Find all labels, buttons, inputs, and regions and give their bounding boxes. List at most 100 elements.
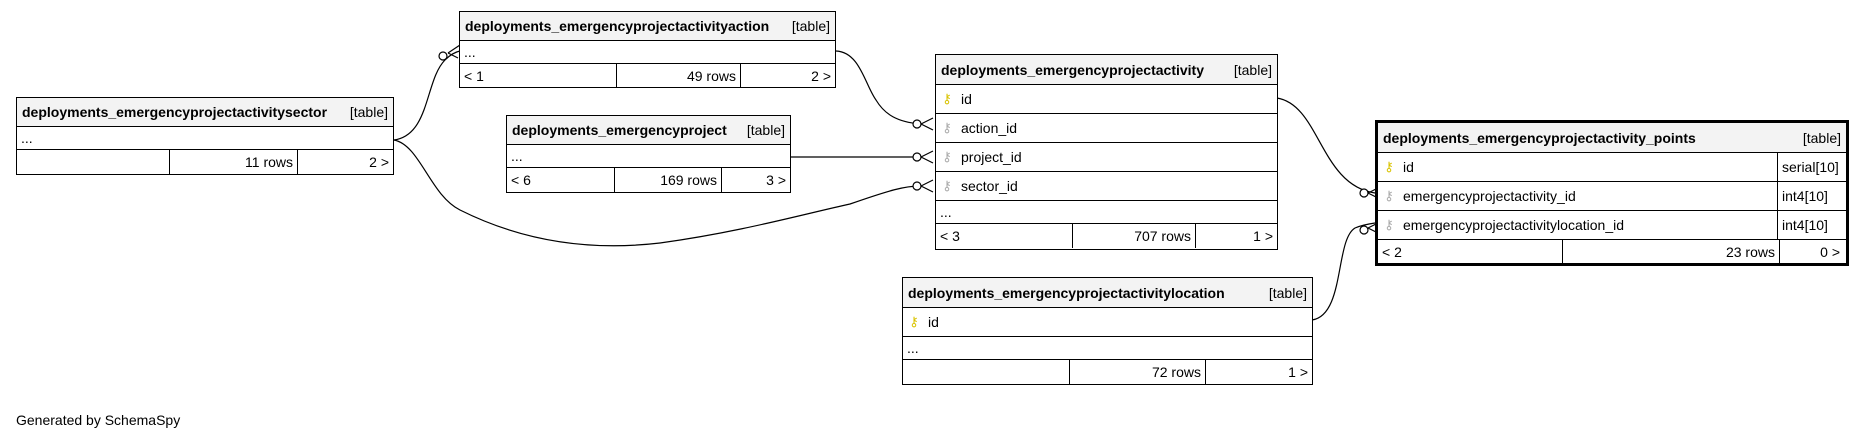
table-name: deployments_emergencyproject (512, 122, 727, 138)
parents-count: < 1 (460, 64, 617, 87)
edge-points-activity (1276, 97, 1376, 194)
crowfoot (447, 44, 461, 59)
table-header: deployments_emergencyprojectactivitysect… (17, 98, 393, 127)
table-header: deployments_emergencyprojectactivityloca… (903, 278, 1312, 308)
column-type: int4[10] (1777, 211, 1846, 239)
children-count: 2 > (369, 154, 389, 170)
edge-action (835, 50, 921, 125)
children-count: 1 > (1253, 228, 1273, 244)
table-kind: [table] (349, 104, 388, 120)
parents-count: < 3 (936, 224, 1073, 248)
crowfoot (920, 150, 934, 164)
edge-end-circle (912, 181, 922, 191)
edge-points-location (1311, 222, 1376, 321)
edge-end-circle (438, 51, 448, 61)
ellipsis-row: ... (507, 145, 790, 168)
table-name: deployments_emergencyprojectactivity_poi… (1383, 129, 1696, 146)
parents-count (903, 360, 1070, 384)
crowfoot (920, 179, 934, 193)
foreign-key-icon: ⚷ (1384, 217, 1394, 232)
edge-sector-action (393, 50, 461, 141)
table-activity[interactable]: deployments_emergencyprojectactivity [ta… (935, 54, 1278, 250)
ellipsis-row: ... (903, 337, 1312, 360)
foreign-key-icon: ⚷ (942, 178, 952, 193)
edge-end-circle (912, 152, 922, 162)
ellipsis-row: ... (936, 201, 1277, 224)
edge-sector (393, 139, 921, 247)
table-footer: < 6 169 rows 3 > (507, 168, 790, 192)
column-name: emergencyprojectactivitylocation_id (1403, 217, 1624, 233)
ellipsis-row: ... (17, 127, 393, 150)
column-row-action-id: ⚷ action_id (936, 114, 1277, 143)
column-row-activity-id: ⚷ emergencyprojectactivity_id int4[10] (1378, 182, 1846, 211)
table-kind: [table] (1268, 284, 1307, 301)
table-footer: < 3 707 rows 1 > (936, 224, 1277, 248)
primary-key-icon: ⚷ (909, 314, 919, 329)
foreign-key-icon: ⚷ (942, 120, 952, 135)
column-row-id: ⚷ id (936, 85, 1277, 114)
column-row-sector-id: ⚷ sector_id (936, 172, 1277, 201)
column-row-location-id: ⚷ emergencyprojectactivitylocation_id int… (1378, 211, 1846, 240)
table-name: deployments_emergencyprojectactivitysect… (22, 104, 328, 120)
column-name: id (1403, 159, 1414, 175)
table-name: deployments_emergencyprojectactivityacti… (465, 18, 770, 34)
row-count: 23 rows (1563, 240, 1780, 263)
table-points[interactable]: deployments_emergencyprojectactivity_poi… (1375, 120, 1849, 266)
table-header: deployments_emergencyprojectactivity_poi… (1378, 123, 1846, 153)
ellipsis: ... (907, 340, 919, 356)
foreign-key-icon: ⚷ (1384, 188, 1394, 203)
column-row-id: ⚷ id serial[10] (1378, 153, 1846, 182)
edge-end-circle (1359, 188, 1369, 198)
table-kind: [table] (791, 18, 830, 34)
parents-count (17, 150, 170, 174)
ellipsis: ... (940, 204, 952, 220)
children-count: 2 > (811, 67, 831, 84)
column-row-project-id: ⚷ project_id (936, 143, 1277, 172)
crowfoot (920, 117, 934, 131)
column-name: id (928, 314, 939, 330)
column-name: project_id (961, 149, 1022, 165)
table-name: deployments_emergencyprojectactivity (941, 61, 1204, 78)
row-count: 707 rows (1073, 224, 1196, 248)
row-count: 72 rows (1070, 360, 1206, 384)
ellipsis: ... (21, 130, 33, 146)
generator-credit: Generated by SchemaSpy (16, 412, 181, 428)
table-header: deployments_emergencyprojectactivityacti… (460, 12, 835, 41)
table-kind: [table] (1233, 61, 1272, 78)
edge-end-circle (1359, 225, 1369, 235)
column-type: serial[10] (1777, 153, 1846, 181)
column-name: id (961, 91, 972, 107)
table-kind: [table] (1802, 129, 1841, 146)
table-footer: 72 rows 1 > (903, 360, 1312, 384)
table-footer: < 1 49 rows 2 > (460, 64, 835, 87)
table-name: deployments_emergencyprojectactivityloca… (908, 284, 1225, 301)
table-kind: [table] (746, 122, 785, 138)
ellipsis: ... (511, 148, 523, 164)
parents-count: < 6 (507, 168, 615, 192)
table-action[interactable]: deployments_emergencyprojectactivityacti… (459, 11, 836, 88)
parents-count: < 2 (1378, 240, 1563, 263)
row-count: 169 rows (615, 168, 722, 192)
table-footer: 11 rows 2 > (17, 150, 393, 174)
primary-key-icon: ⚷ (942, 91, 952, 106)
column-name: action_id (961, 120, 1018, 136)
children-count: 0 > (1820, 243, 1840, 260)
table-project[interactable]: deployments_emergencyproject [table] ...… (506, 115, 791, 193)
primary-key-icon: ⚷ (1384, 159, 1394, 174)
table-sector[interactable]: deployments_emergencyprojectactivitysect… (16, 97, 394, 175)
table-location[interactable]: deployments_emergencyprojectactivityloca… (902, 277, 1313, 385)
ellipsis: ... (464, 44, 476, 60)
foreign-key-icon: ⚷ (942, 149, 952, 164)
table-header: deployments_emergencyproject [table] (507, 116, 790, 145)
column-row-id: ⚷ id (903, 308, 1312, 337)
row-count: 11 rows (170, 150, 298, 174)
ellipsis-row: ... (460, 41, 835, 64)
column-type: int4[10] (1777, 182, 1846, 210)
table-header: deployments_emergencyprojectactivity [ta… (936, 55, 1277, 85)
edge-end-circle (912, 119, 922, 129)
column-name: sector_id (961, 178, 1018, 194)
children-count: 3 > (766, 172, 786, 188)
children-count: 1 > (1288, 364, 1308, 380)
column-name: emergencyprojectactivity_id (1403, 188, 1576, 204)
